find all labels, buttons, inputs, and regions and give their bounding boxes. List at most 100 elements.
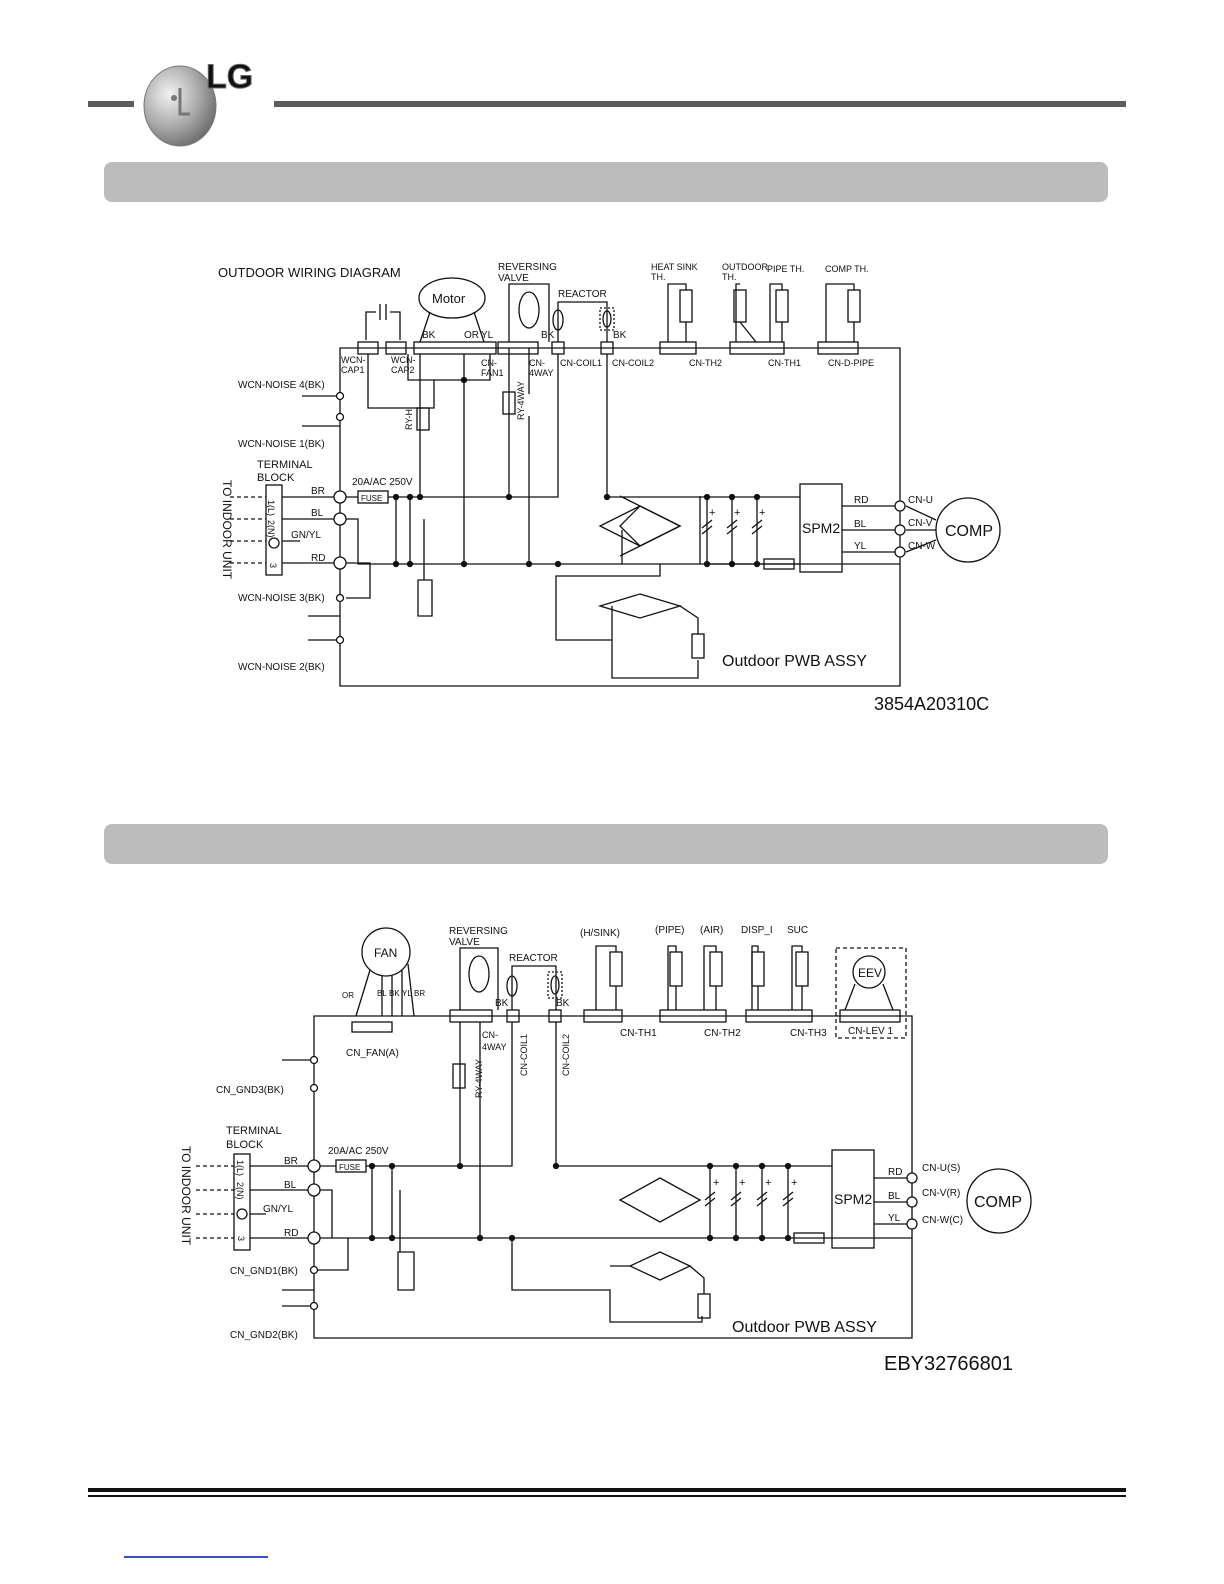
d1-compressor <box>935 497 1001 563</box>
d1-dot <box>392 493 400 501</box>
d2-dot <box>388 1162 396 1170</box>
wiring-diagram-1: OUTDOOR WIRING DIAGRAM Motor BK OR YL WC… <box>218 262 1001 714</box>
d1-conn-4way <box>497 341 539 355</box>
d2-dot <box>476 1234 484 1242</box>
d2-capacitors <box>704 1191 794 1207</box>
d2-eev-leads <box>844 983 894 1011</box>
d1-dot <box>703 560 711 568</box>
d2-bl: BL <box>284 1180 297 1191</box>
d2-gnd1-node <box>309 1265 319 1275</box>
d2-terminal-block <box>233 1153 251 1251</box>
d1-dot <box>392 560 400 568</box>
d1-cnu: CN-U <box>908 495 933 506</box>
d2-suc-sensor <box>795 951 809 987</box>
d2-power-lines <box>318 1022 912 1291</box>
d2-rv-coil <box>468 955 490 993</box>
d1-dot <box>728 493 736 501</box>
footer-link-underline[interactable] <box>124 1556 268 1558</box>
d2-fuse-label: FUSE <box>339 1163 360 1172</box>
d2-lev-label: CN-LEV 1 <box>848 1026 893 1037</box>
d2-dot <box>706 1234 714 1242</box>
d1-noise3: WCN-NOISE 3(BK) <box>238 593 325 604</box>
d2-conn-coil1 <box>506 1009 520 1023</box>
d1-motor <box>418 277 486 319</box>
d2-fan-label: FAN <box>374 946 397 960</box>
d2-gnd3-node <box>309 1055 319 1065</box>
d2-sensor-suc: SUC <box>787 925 808 936</box>
d2-disp-sensor <box>751 951 765 987</box>
d1-ryh-relay <box>416 407 430 431</box>
d1-motor-leads <box>419 311 485 343</box>
d1-dot <box>525 560 533 568</box>
footer-rule-thick <box>88 1488 1126 1492</box>
d1-rv-frame <box>508 283 550 342</box>
d1-dot <box>728 560 736 568</box>
d1-spm-module <box>799 483 843 573</box>
d1-tb-l2: BLOCK <box>257 472 295 484</box>
d2-sensor-pipe: (PIPE) <box>655 925 684 936</box>
d2-eev-label: EEV <box>858 966 882 980</box>
d2-th2-label: CN-TH2 <box>704 1028 741 1039</box>
d2-cap-plus4: + <box>791 1177 797 1189</box>
d1-reactor-bk2: BK <box>613 330 627 341</box>
header-rule <box>88 101 1126 107</box>
d2-dot <box>784 1162 792 1170</box>
d1-dot <box>460 376 468 384</box>
d2-cnfan-label: CN_FAN(A) <box>346 1048 399 1059</box>
d2-cap-plus1: + <box>713 1177 719 1189</box>
d1-rv-wires <box>508 348 530 564</box>
d1-ry4way-relay <box>502 391 516 415</box>
d2-dot <box>758 1234 766 1242</box>
d2-conn-th3 <box>745 1009 813 1023</box>
d1-noise1-node <box>335 412 345 422</box>
d1-4way-l2: 4WAY <box>529 368 554 378</box>
d2-cnu: CN-U(S) <box>922 1163 960 1174</box>
d1-conn-fan1 <box>413 341 497 355</box>
d1-wire-bl: BL <box>854 519 867 530</box>
d2-gnd3b-node <box>309 1083 319 1093</box>
d2-rv-l1: REVERSING <box>449 926 508 937</box>
d2-lower-rectifier <box>511 1238 705 1323</box>
wiring-diagram-2: FAN OR BL BK YL BR CN_FAN(A) REVERSING V… <box>179 925 1032 1375</box>
d1-reactor-box <box>599 307 615 331</box>
d2-board-outline <box>313 1015 913 1339</box>
d2-ry4way-relay <box>452 1063 466 1089</box>
d1-capacitors <box>701 519 763 535</box>
d1-tb-term3: 3 <box>268 563 278 568</box>
d1-coil2-label: CN-COIL2 <box>612 358 654 368</box>
d2-conn-th2 <box>659 1009 727 1023</box>
d2-tb-l1: TERMINAL <box>226 1125 282 1137</box>
d2-reactor-label: REACTOR <box>509 953 558 964</box>
d2-fuse-rating: 20A/AC 250V <box>328 1146 389 1157</box>
d1-bridge-rectifier <box>598 505 682 547</box>
d2-dot <box>732 1234 740 1242</box>
d1-cap2-l2: CAP2 <box>391 365 415 375</box>
d2-cnw: CN-W(C) <box>922 1215 963 1226</box>
d2-gnyl: GN/YL <box>263 1204 293 1215</box>
d2-fan-yl: YL <box>402 989 412 998</box>
d1-tb-wires <box>282 496 340 564</box>
d1-tb-term2: 2(N) <box>266 520 276 538</box>
d1-motor-or: OR <box>464 330 479 341</box>
d2-dot <box>706 1162 714 1170</box>
d2-eev-coil <box>852 955 886 989</box>
d2-reactor-bk1: BK <box>495 998 509 1009</box>
d1-conn-th1 <box>729 341 785 355</box>
d2-pipe-sensor <box>669 951 683 987</box>
d2-wire-rd: RD <box>888 1167 902 1178</box>
d1-fan1-l2: FAN1 <box>481 368 504 378</box>
d2-to-indoor: TO INDOOR UNIT <box>179 1146 193 1246</box>
d1-coil1-label: CN-COIL1 <box>560 358 602 368</box>
d2-fan-bk: BK <box>389 989 400 998</box>
d1-rv-l1: REVERSING <box>498 262 557 273</box>
d2-conn-coil2 <box>548 1009 562 1023</box>
d1-th2-label: CN-TH2 <box>689 358 722 368</box>
d2-comp-wires <box>874 1177 912 1225</box>
d1-indoor-wires <box>230 496 266 564</box>
logo-text: LG <box>206 58 253 96</box>
d2-ground-wires <box>282 1059 314 1307</box>
d1-cnv: CN-V <box>908 518 933 529</box>
d2-gnd3: CN_GND3(BK) <box>216 1085 284 1096</box>
d1-dot <box>603 493 611 501</box>
d1-pipe-label: PIPE TH. <box>767 264 804 274</box>
